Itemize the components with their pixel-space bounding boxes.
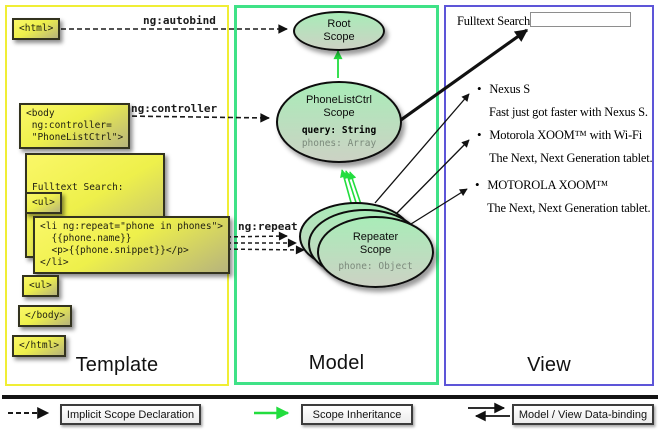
legend-scope-inheritance: Scope Inheritance (301, 404, 413, 425)
view-item-3-snippet: The Next, Next Generation tablet. (487, 201, 651, 215)
view-column-title: View (527, 354, 571, 376)
model-column-title: Model (308, 352, 365, 374)
green-arrow-icon (254, 406, 290, 420)
code-ul-open: <ul> (25, 192, 62, 214)
view-item-2-name-row: • Motorola XOOM™ with Wi-Fi (477, 127, 642, 143)
view-item-1-name-row: • Nexus S (477, 81, 530, 97)
view-item-3-name-row: • MOTOROLA XOOM™ (475, 177, 608, 193)
repeater-scope-title-1: Repeater (352, 230, 399, 243)
phonelistctrl-scope-title-2: Scope (323, 107, 355, 120)
repeater-scope-title-2: Scope (359, 243, 392, 256)
code-fulltext-label: Fulltext Search: (32, 181, 124, 193)
bullet-icon: • (477, 127, 482, 142)
ng-controller-label: ng:controller (131, 102, 218, 115)
ng-repeat-label: ng:repeat (238, 220, 298, 233)
legend-implicit-scope-declaration: Implicit Scope Declaration (60, 404, 201, 425)
code-ul-close: <ul> (22, 275, 59, 297)
phonelistctrl-prop-query: query: String (301, 125, 377, 137)
view-item-name: Motorola XOOM™ with Wi-Fi (489, 128, 643, 142)
repeater-prop-phone: phone: Object (338, 261, 413, 273)
ng-autobind-label: ng:autobind (143, 14, 216, 27)
view-item-name: Nexus S (489, 82, 530, 96)
code-html-close: </html> (12, 335, 67, 357)
bullet-icon: • (475, 177, 480, 192)
root-scope-ellipse: Root Scope (293, 11, 385, 51)
model-column: Model (234, 5, 439, 385)
dashed-arrow-icon (8, 407, 50, 419)
view-item-1-snippet: Fast just got faster with Nexus S. (489, 105, 648, 119)
double-arrow-icon (468, 402, 510, 422)
view-column: View (444, 5, 654, 386)
phonelistctrl-scope-title-1: PhoneListCtrl (305, 93, 373, 106)
template-column-title: Template (75, 354, 159, 376)
view-search-label: Fulltext Search: (457, 14, 534, 28)
root-scope-title-2: Scope (323, 31, 355, 43)
code-li-repeat: <li ng:repeat="phone in phones"> {{phone… (33, 216, 231, 274)
phonelistctrl-prop-phones: phones: Array (301, 137, 377, 149)
root-scope-title-1: Root (327, 17, 351, 30)
legend-separator-line (2, 395, 658, 399)
code-body-close: </body> (18, 305, 73, 327)
code-body-open: <body ng:controller= "PhoneListCtrl"> (19, 103, 131, 149)
fulltext-search-input[interactable] (530, 12, 631, 27)
bullet-icon: • (477, 81, 482, 96)
legend-model-view-binding: Model / View Data-binding (512, 404, 654, 425)
repeater-scope-ellipse-front: Repeater Scope phone: Object (317, 216, 434, 288)
view-item-2-snippet: The Next, Next Generation tablet. (489, 151, 653, 165)
view-item-name: MOTOROLA XOOM™ (487, 178, 609, 192)
phonelistctrl-scope-ellipse: PhoneListCtrl Scope query: String phones… (276, 81, 402, 163)
code-html-open: <html> (12, 18, 61, 40)
